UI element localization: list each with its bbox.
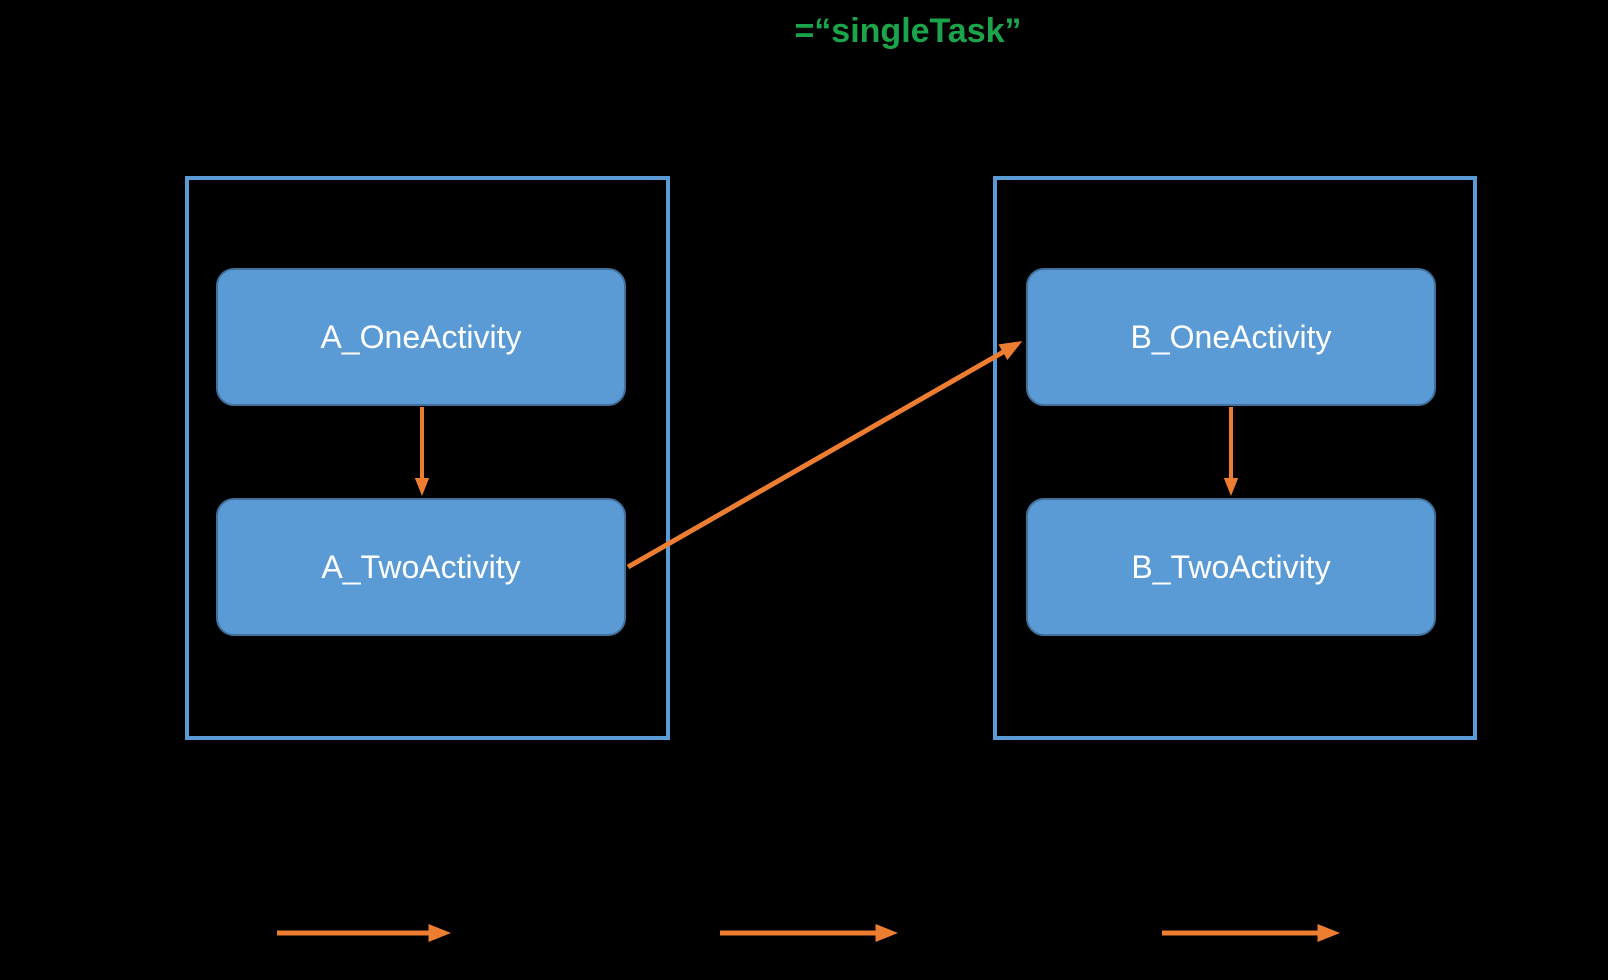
activity-label: A_OneActivity <box>320 318 522 355</box>
diagram-title: =“singleTask” <box>794 12 1022 50</box>
arrow-a-two-to-b-one <box>626 341 1023 570</box>
activity-node-a-two: A_TwoActivity <box>216 498 626 636</box>
task-a-container <box>185 176 670 740</box>
activity-node-b-two: B_TwoActivity <box>1026 498 1436 636</box>
activity-node-b-one: B_OneActivity <box>1026 268 1436 406</box>
activity-label: B_OneActivity <box>1130 318 1332 355</box>
activity-label: B_TwoActivity <box>1131 548 1331 585</box>
activity-label: A_TwoActivity <box>321 548 521 585</box>
activity-node-a-one: A_OneActivity <box>216 268 626 406</box>
task-b-container <box>993 176 1477 740</box>
